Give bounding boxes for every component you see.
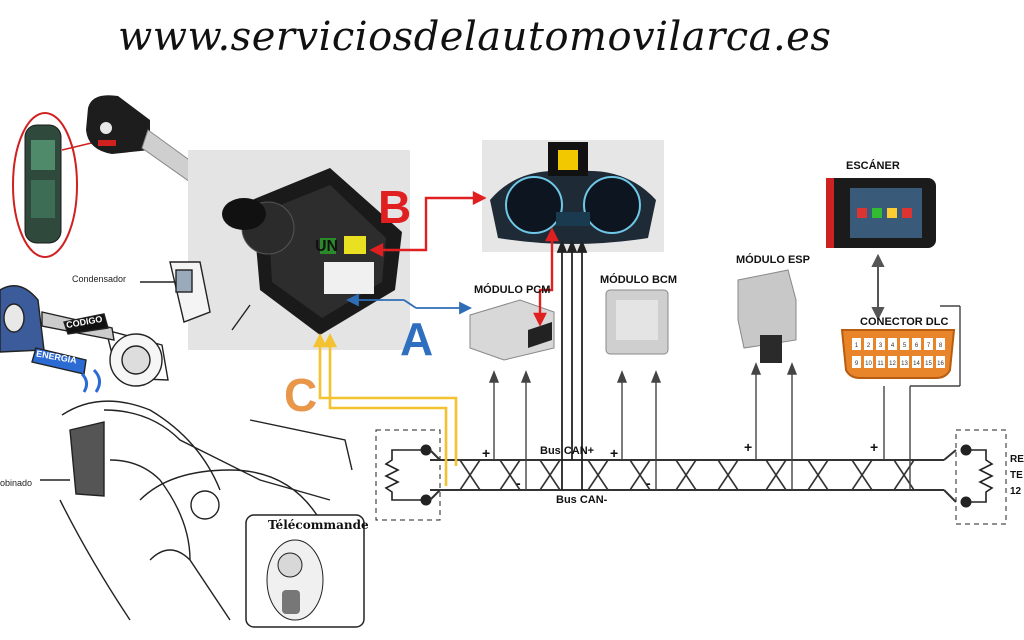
dlc-pin [912,356,921,368]
dlc-pin-number: 16 [937,361,944,367]
dlc-pin-number: 3 [879,343,883,349]
dlc-pin [912,338,921,350]
pcm-module-image [469,299,555,361]
bus-twist [717,459,739,491]
bus-twist [539,459,561,491]
dlc-pin-number: 10 [865,361,872,367]
link-a [345,293,473,315]
polarity-marks: + + + + - - [482,439,878,491]
link-b [369,191,559,327]
dlc-pin-number: 4 [891,343,895,349]
dlc-pin [924,338,933,350]
dlc-label: CONECTOR DLC [860,316,949,328]
bus-twist [459,459,481,491]
can-bus [430,459,944,491]
esp-module-image [737,269,797,363]
dlc-pin-number: 6 [915,343,919,349]
bus-twist [765,459,787,491]
terminating-resistor-left [375,429,441,521]
dlc-pin-number: 2 [867,343,871,349]
dlc-pin [876,356,885,368]
dlc-pin [864,356,873,368]
condensador-label: Condensador [72,274,127,284]
svg-text:+: + [870,439,878,455]
ignition-sketch [0,261,353,621]
dlc-pin [924,356,933,368]
dlc-pin-number: 11 [877,361,884,367]
terminating-resistor-right [955,429,1007,525]
bus-twist [675,459,697,491]
cluster-bus-lines [556,239,588,490]
letter-a: A [400,313,434,365]
scanner-label: ESCÁNER [846,160,900,172]
bus-drop-lines [488,305,961,490]
ecu-tag: UN [315,238,339,255]
letter-b: B [378,181,412,233]
dlc-pin-number: 13 [901,361,908,367]
dlc-pin-number: 7 [927,343,931,349]
svg-text:-: - [646,475,651,491]
bus-twist [587,459,609,491]
bus-twist [629,459,651,491]
resistor-right-label: RE TE 12 [1010,454,1024,497]
dlc-pin [888,338,897,350]
dlc-pin [900,356,909,368]
dlc-pin-number: 5 [903,343,907,349]
dlc-pin [900,338,909,350]
esp-label: MÓDULO ESP [736,254,810,266]
bcm-label: MÓDULO BCM [600,274,677,286]
bus-twist [499,459,521,491]
bus-twist [851,459,873,491]
dlc-pin [876,338,885,350]
scanner-dlc-link [871,253,885,321]
can-minus-label: Bus CAN- [556,494,608,506]
link-c [312,333,458,486]
can-plus-label: Bus CAN+ [540,445,595,457]
dlc-pin-number: 9 [855,361,859,367]
dlc-pin [852,338,861,350]
telecommande-label: Télécommande [268,518,369,532]
bcm-module-image [605,289,669,355]
remote-inset [245,514,365,628]
dlc-pin-number: 14 [913,361,920,367]
scanner-image [826,178,936,248]
dlc-pin-number: 1 [855,343,859,349]
svg-text:+: + [610,445,618,461]
bus-twist [807,459,829,491]
immobilizer-module-image [188,150,410,350]
site-url: www.serviciosdelautomovilarca.es [118,14,832,60]
instrument-cluster-image [482,140,664,252]
svg-text:+: + [482,445,490,461]
pcm-label: MÓDULO PCM [474,284,551,296]
dlc-pin-number: 12 [889,361,896,367]
letter-c: C [284,369,318,421]
dlc-pin-number: 15 [925,361,932,367]
svg-text:-: - [516,475,521,491]
svg-text:+: + [744,439,752,455]
dlc-pin [864,338,873,350]
combinado-label: obinado [0,478,33,488]
dlc-pin [852,356,861,368]
dlc-pin [936,356,945,368]
dlc-pin [888,356,897,368]
dlc-pin-number: 8 [939,343,943,349]
dlc-pin [936,338,945,350]
